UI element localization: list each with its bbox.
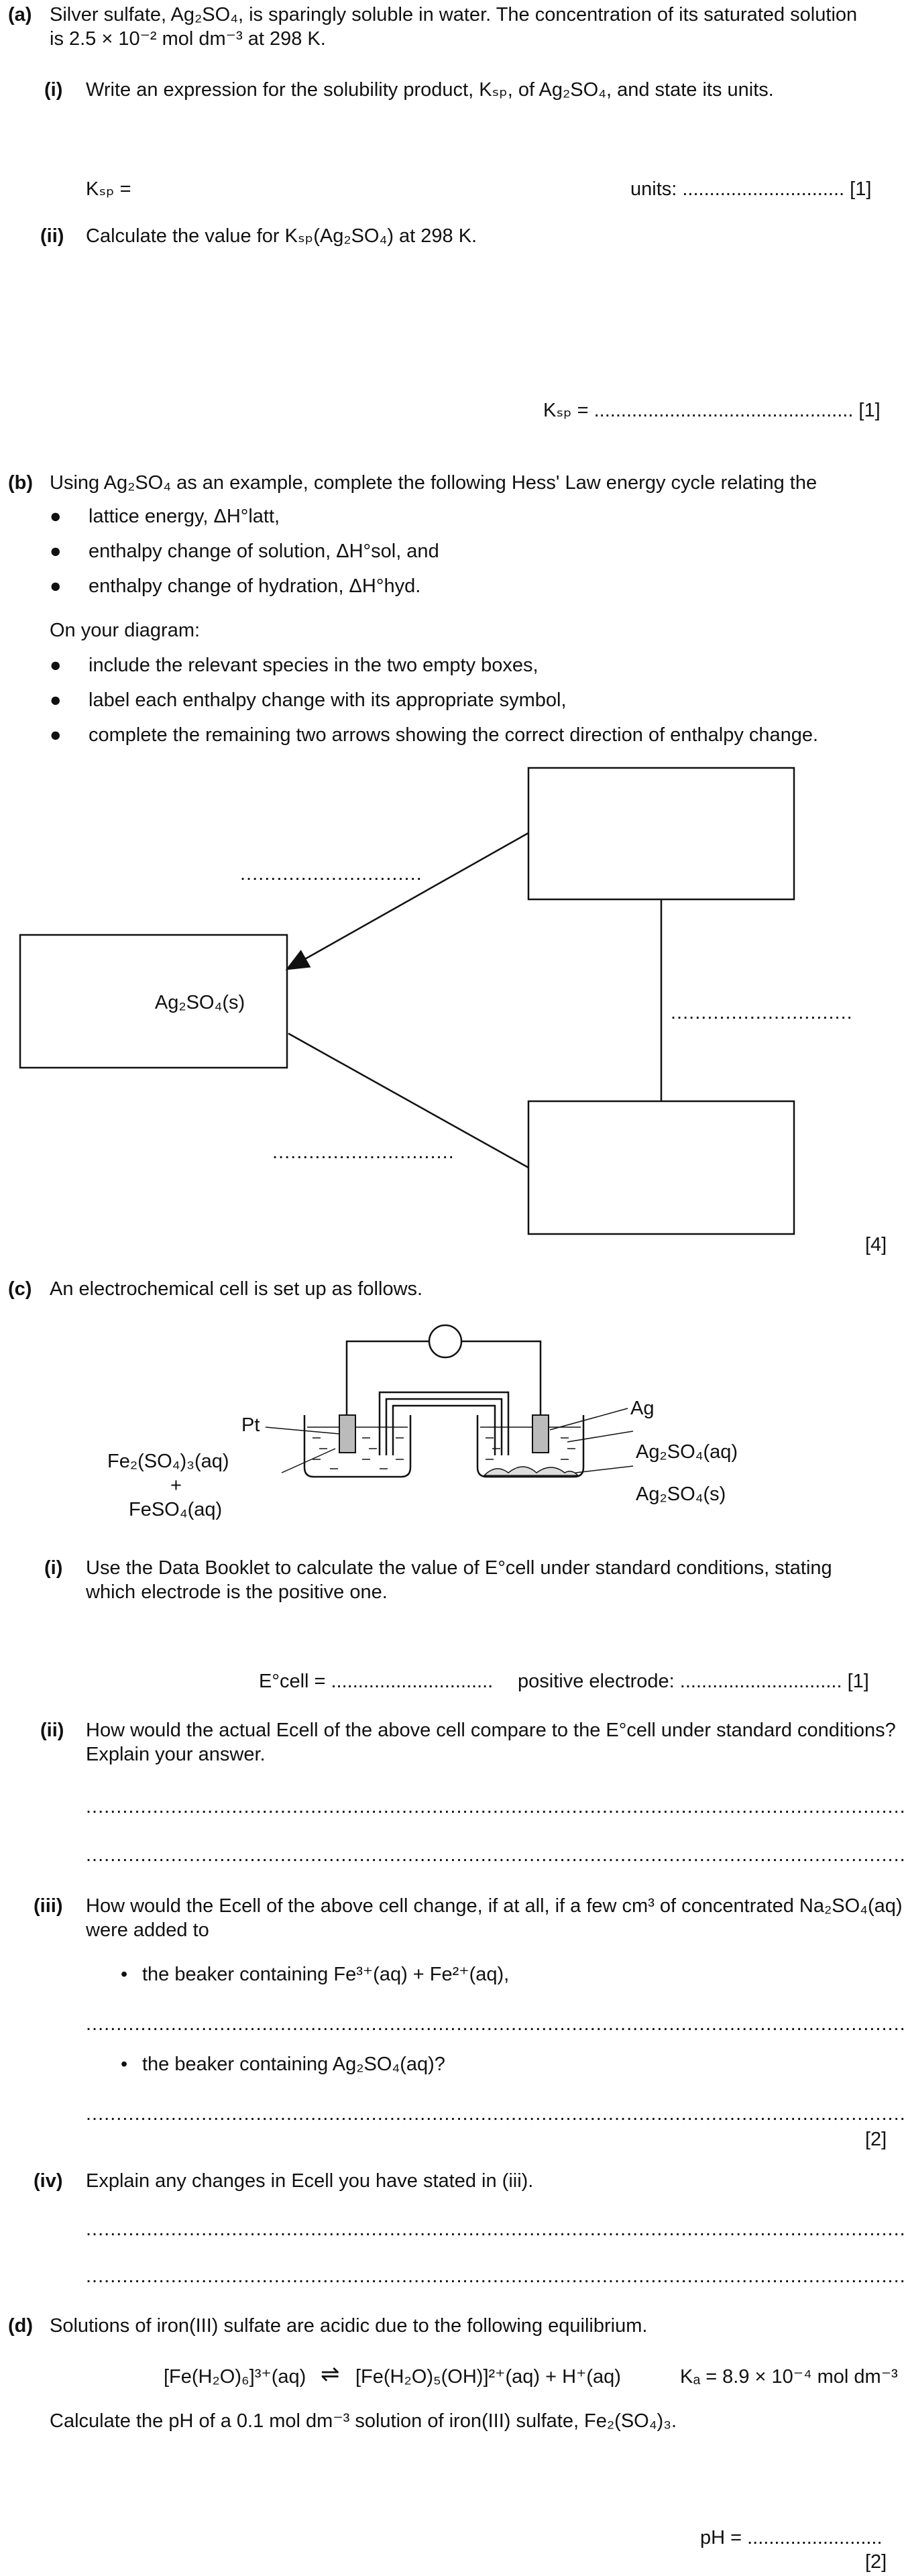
- part-d-question: Calculate the pH of a 0.1 mol dm⁻³ solut…: [50, 2410, 677, 2432]
- ag-label: Ag: [630, 1398, 655, 1419]
- part-c-ii-answer-line-2[interactable]: ........................................…: [86, 1844, 904, 1866]
- ag2so4-solid-box: [19, 934, 288, 1069]
- part-c-i-line1: Use the Data Booklet to calculate the va…: [86, 1557, 832, 1579]
- bullet-icon: •: [121, 1964, 128, 1985]
- dots-top-label[interactable]: ..............................: [240, 863, 422, 885]
- part-b-bullet-species: include the relevant species in the two …: [89, 655, 539, 676]
- part-c-iv-answer-line-1[interactable]: ........................................…: [86, 2219, 904, 2240]
- part-a-i-ksp-label: Kₛₚ =: [86, 178, 131, 200]
- part-b-intro: Using Ag₂SO₄ as an example, complete the…: [50, 472, 817, 494]
- bullet-icon: ●: [50, 689, 62, 711]
- part-c-iii-line1: How would the Ecell of the above cell ch…: [86, 1895, 903, 1917]
- part-c-iii-marks: [2]: [865, 2129, 887, 2150]
- empty-box-bottom[interactable]: [527, 1100, 795, 1235]
- bullet-icon: •: [121, 2054, 128, 2075]
- part-c-iii-bullet-fe: the beaker containing Fe³⁺(aq) + Fe²⁺(aq…: [142, 1964, 510, 1985]
- part-c-iii-label: (iii): [34, 1895, 63, 1917]
- left-solution-plus: +: [170, 1475, 182, 1496]
- part-a-ii-answer-line: Kₛₚ = ..................................…: [543, 400, 881, 421]
- part-c-ii-line2: Explain your answer.: [86, 1744, 266, 1765]
- part-b-bullet-label: label each enthalpy change with its appr…: [89, 689, 567, 711]
- part-d-marks: [2]: [865, 2551, 887, 2573]
- part-a-ii-label: (ii): [40, 225, 64, 247]
- left-beaker: [303, 1415, 412, 1478]
- electrochemical-cell-diagram: [265, 1324, 634, 1478]
- part-a-i-question: Write an expression for the solubility p…: [86, 79, 774, 101]
- part-c-label: (c): [8, 1278, 32, 1300]
- ag-electrode: [532, 1414, 549, 1453]
- right-beaker: [476, 1415, 585, 1478]
- left-solution-label-1: Fe₂(SO₄)₃(aq): [107, 1451, 229, 1472]
- part-c-iii-answer-line-2[interactable]: ........................................…: [86, 2103, 904, 2125]
- part-a-ii-question: Calculate the value for Kₛₚ(Ag₂SO₄) at 2…: [86, 225, 477, 247]
- part-d-label: (d): [8, 2315, 34, 2337]
- bullet-icon: ●: [50, 575, 62, 597]
- ag2so4-box-label: Ag₂SO₄(s): [154, 992, 245, 1013]
- bullet-icon: ●: [50, 541, 62, 562]
- part-d-answer-line: pH = .........................: [700, 2527, 883, 2549]
- solution-line: [288, 1032, 529, 1169]
- right-solid-label: Ag₂SO₄(s): [636, 1483, 726, 1505]
- part-c-intro: An electrochemical cell is set up as fol…: [50, 1278, 423, 1300]
- part-b-label: (b): [8, 472, 34, 494]
- empty-box-top[interactable]: [527, 767, 795, 901]
- part-c-iv-label: (iv): [34, 2170, 63, 2192]
- part-a-intro-line2: is 2.5 × 10⁻² mol dm⁻³ at 298 K.: [50, 28, 326, 50]
- part-c-iii-answer-line-1[interactable]: ........................................…: [86, 2013, 904, 2035]
- part-c-ii-answer-line-1[interactable]: ........................................…: [86, 1796, 904, 1817]
- part-a-i-label: (i): [44, 79, 63, 101]
- part-b-marks: [4]: [865, 1234, 887, 1255]
- equilibrium-arrow-icon: ⇌: [321, 2361, 340, 2387]
- equation-right: [Fe(H₂O)₅(OH)]²⁺(aq) + H⁺(aq): [355, 2366, 621, 2388]
- part-a-i-units-line: units: .............................. [1…: [630, 178, 872, 200]
- part-d-intro: Solutions of iron(III) sulfate are acidi…: [50, 2315, 648, 2337]
- part-b-bullet-lattice: lattice energy, ΔH°latt,: [89, 506, 280, 527]
- bullet-icon: ●: [50, 506, 62, 527]
- pt-electrode: [339, 1414, 356, 1453]
- part-c-i-line2: which electrode is the positive one.: [86, 1581, 388, 1603]
- hess-cycle-diagram: [19, 767, 795, 1235]
- equation-left: [Fe(H₂O)₆]³⁺(aq): [164, 2366, 306, 2388]
- part-c-ii-label: (ii): [40, 1720, 64, 1741]
- part-c-i-positive-answer: positive electrode: ....................…: [518, 1671, 869, 1692]
- ka-value: Kₐ = 8.9 × 10⁻⁴ mol dm⁻³: [680, 2366, 898, 2388]
- part-c-i-label: (i): [44, 1557, 63, 1579]
- part-c-i-ecell-answer: E°cell = ..............................: [259, 1671, 494, 1692]
- left-solution-label-2: FeSO₄(aq): [129, 1499, 223, 1520]
- right-solution-label: Ag₂SO₄(aq): [636, 1441, 738, 1463]
- part-c-iv-question: Explain any changes in Ecell you have st…: [86, 2170, 534, 2192]
- part-c-iii-bullet-ag: the beaker containing Ag₂SO₄(aq)?: [142, 2054, 445, 2075]
- lattice-arrow: [285, 832, 529, 970]
- bullet-icon: ●: [50, 724, 62, 746]
- voltmeter-icon: [428, 1324, 463, 1359]
- part-c-iii-line2: were added to: [86, 1919, 209, 1941]
- part-c-ii-line1: How would the actual Ecell of the above …: [86, 1720, 896, 1741]
- part-b-bullet-arrows: complete the remaining two arrows showin…: [89, 724, 819, 746]
- part-b-on-diagram: On your diagram:: [50, 620, 201, 641]
- bullet-icon: ●: [50, 655, 62, 676]
- part-a-intro-line1: Silver sulfate, Ag₂SO₄, is sparingly sol…: [50, 4, 858, 25]
- dots-right-label[interactable]: ..............................: [671, 1002, 853, 1023]
- part-a-label: (a): [8, 4, 32, 25]
- pt-label: Pt: [241, 1414, 260, 1436]
- part-b-bullet-hydration: enthalpy change of hydration, ΔH°hyd.: [89, 575, 421, 597]
- ag2so4-solid-precipitate: [483, 1466, 579, 1476]
- part-c-iv-answer-line-2[interactable]: ........................................…: [86, 2265, 904, 2287]
- part-b-bullet-solution: enthalpy change of solution, ΔH°sol, and: [89, 541, 439, 562]
- dots-bottom-label[interactable]: ..............................: [272, 1141, 455, 1163]
